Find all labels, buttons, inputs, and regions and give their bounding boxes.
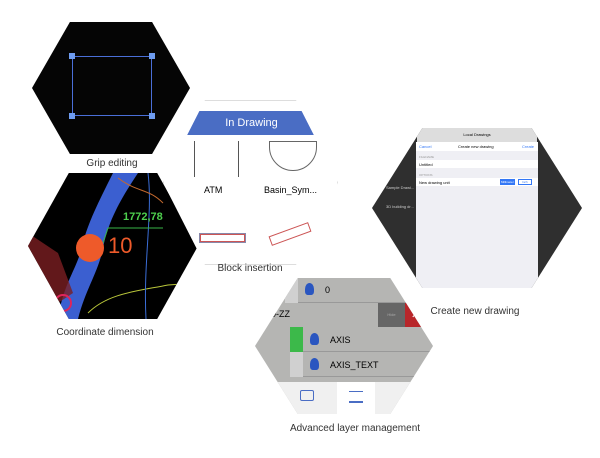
block-name[interactable]: ATM bbox=[204, 185, 223, 195]
grip-handle[interactable] bbox=[149, 113, 155, 119]
delete-layer-button[interactable]: ✕ bbox=[405, 303, 433, 327]
layer-row[interactable]: 0-ZZ Hide ✕ bbox=[255, 303, 433, 327]
selection-rectangle bbox=[72, 56, 152, 116]
layer-color-swatch[interactable] bbox=[285, 278, 298, 303]
map-drawing bbox=[28, 173, 198, 319]
layer-name: 0 bbox=[325, 285, 331, 295]
curved-block-thumbnail[interactable] bbox=[268, 222, 312, 246]
lightbulb-icon[interactable] bbox=[310, 358, 319, 370]
grip-editing-caption: Grip editing bbox=[86, 158, 138, 169]
cancel-button[interactable]: Cancel bbox=[419, 144, 432, 149]
layer-color-swatch[interactable] bbox=[290, 327, 303, 352]
lightbulb-icon[interactable] bbox=[310, 333, 319, 345]
unit-label: New drawing unit bbox=[419, 180, 450, 185]
create-button[interactable]: Create bbox=[522, 144, 535, 149]
grip-editing-hex bbox=[32, 22, 190, 154]
layer-color-swatch[interactable] bbox=[290, 352, 303, 377]
block-name[interactable]: Basin_Sym... bbox=[264, 185, 318, 195]
hide-layer-button[interactable]: Hide bbox=[378, 303, 405, 327]
background-item: 3D building dr... bbox=[386, 204, 414, 209]
in-drawing-header[interactable]: In Drawing bbox=[164, 111, 337, 135]
filename-input[interactable]: Untitled bbox=[419, 162, 433, 167]
marker-number: 10 bbox=[108, 233, 133, 258]
block-basin-thumbnail[interactable] bbox=[269, 141, 317, 171]
layer-row[interactable]: AXIS_TEXT bbox=[290, 352, 433, 377]
bottom-toolbar bbox=[255, 382, 433, 414]
options-header: OPTIONS bbox=[419, 173, 433, 177]
unit-option-millimeter[interactable]: Millimeter bbox=[500, 179, 515, 185]
layers-tab[interactable] bbox=[337, 382, 375, 414]
grip-handle[interactable] bbox=[69, 53, 75, 59]
create-drawing-caption: Create new drawing bbox=[430, 306, 520, 317]
layer-name: AXIS_TEXT bbox=[330, 360, 379, 370]
lightbulb-icon[interactable] bbox=[305, 283, 314, 295]
background-item: Sample Drawi... bbox=[386, 185, 415, 190]
layer-management-hex: 0 0-ZZ Hide ✕ AXIS AXIS_TEXT bbox=[255, 278, 433, 414]
block-atm-thumbnail[interactable] bbox=[194, 141, 239, 177]
layer-row[interactable]: 0 bbox=[285, 278, 433, 303]
grip-handle[interactable] bbox=[149, 53, 155, 59]
window-title: Local Drawings bbox=[417, 128, 537, 142]
dialog-title: Create new drawing bbox=[458, 144, 494, 149]
grip-handle[interactable] bbox=[69, 113, 75, 119]
layout-icon[interactable] bbox=[300, 390, 314, 401]
layer-row[interactable]: AXIS bbox=[290, 327, 433, 352]
layer-name: 0-ZZ bbox=[271, 309, 290, 319]
coordinate-dimension-caption: Coordinate dimension bbox=[56, 327, 154, 338]
dimension-value: 1772,78 bbox=[123, 211, 163, 223]
layer-management-caption: Advanced layer management bbox=[289, 423, 421, 434]
coordinate-dimension-hex: 1772,78 10 bbox=[28, 173, 198, 319]
wall-block-thumbnail[interactable] bbox=[200, 234, 245, 242]
layers-icon bbox=[349, 391, 363, 403]
block-insertion-caption: Block insertion bbox=[217, 263, 283, 274]
unit-option-inch[interactable]: Inch bbox=[518, 179, 532, 185]
create-dialog: Cancel Create new drawing Create FILENAM… bbox=[416, 142, 538, 288]
layer-name: AXIS bbox=[330, 335, 351, 345]
create-drawing-hex: Local Drawings Cancel Create new drawing… bbox=[372, 128, 582, 288]
filename-header: FILENAME bbox=[419, 155, 435, 159]
